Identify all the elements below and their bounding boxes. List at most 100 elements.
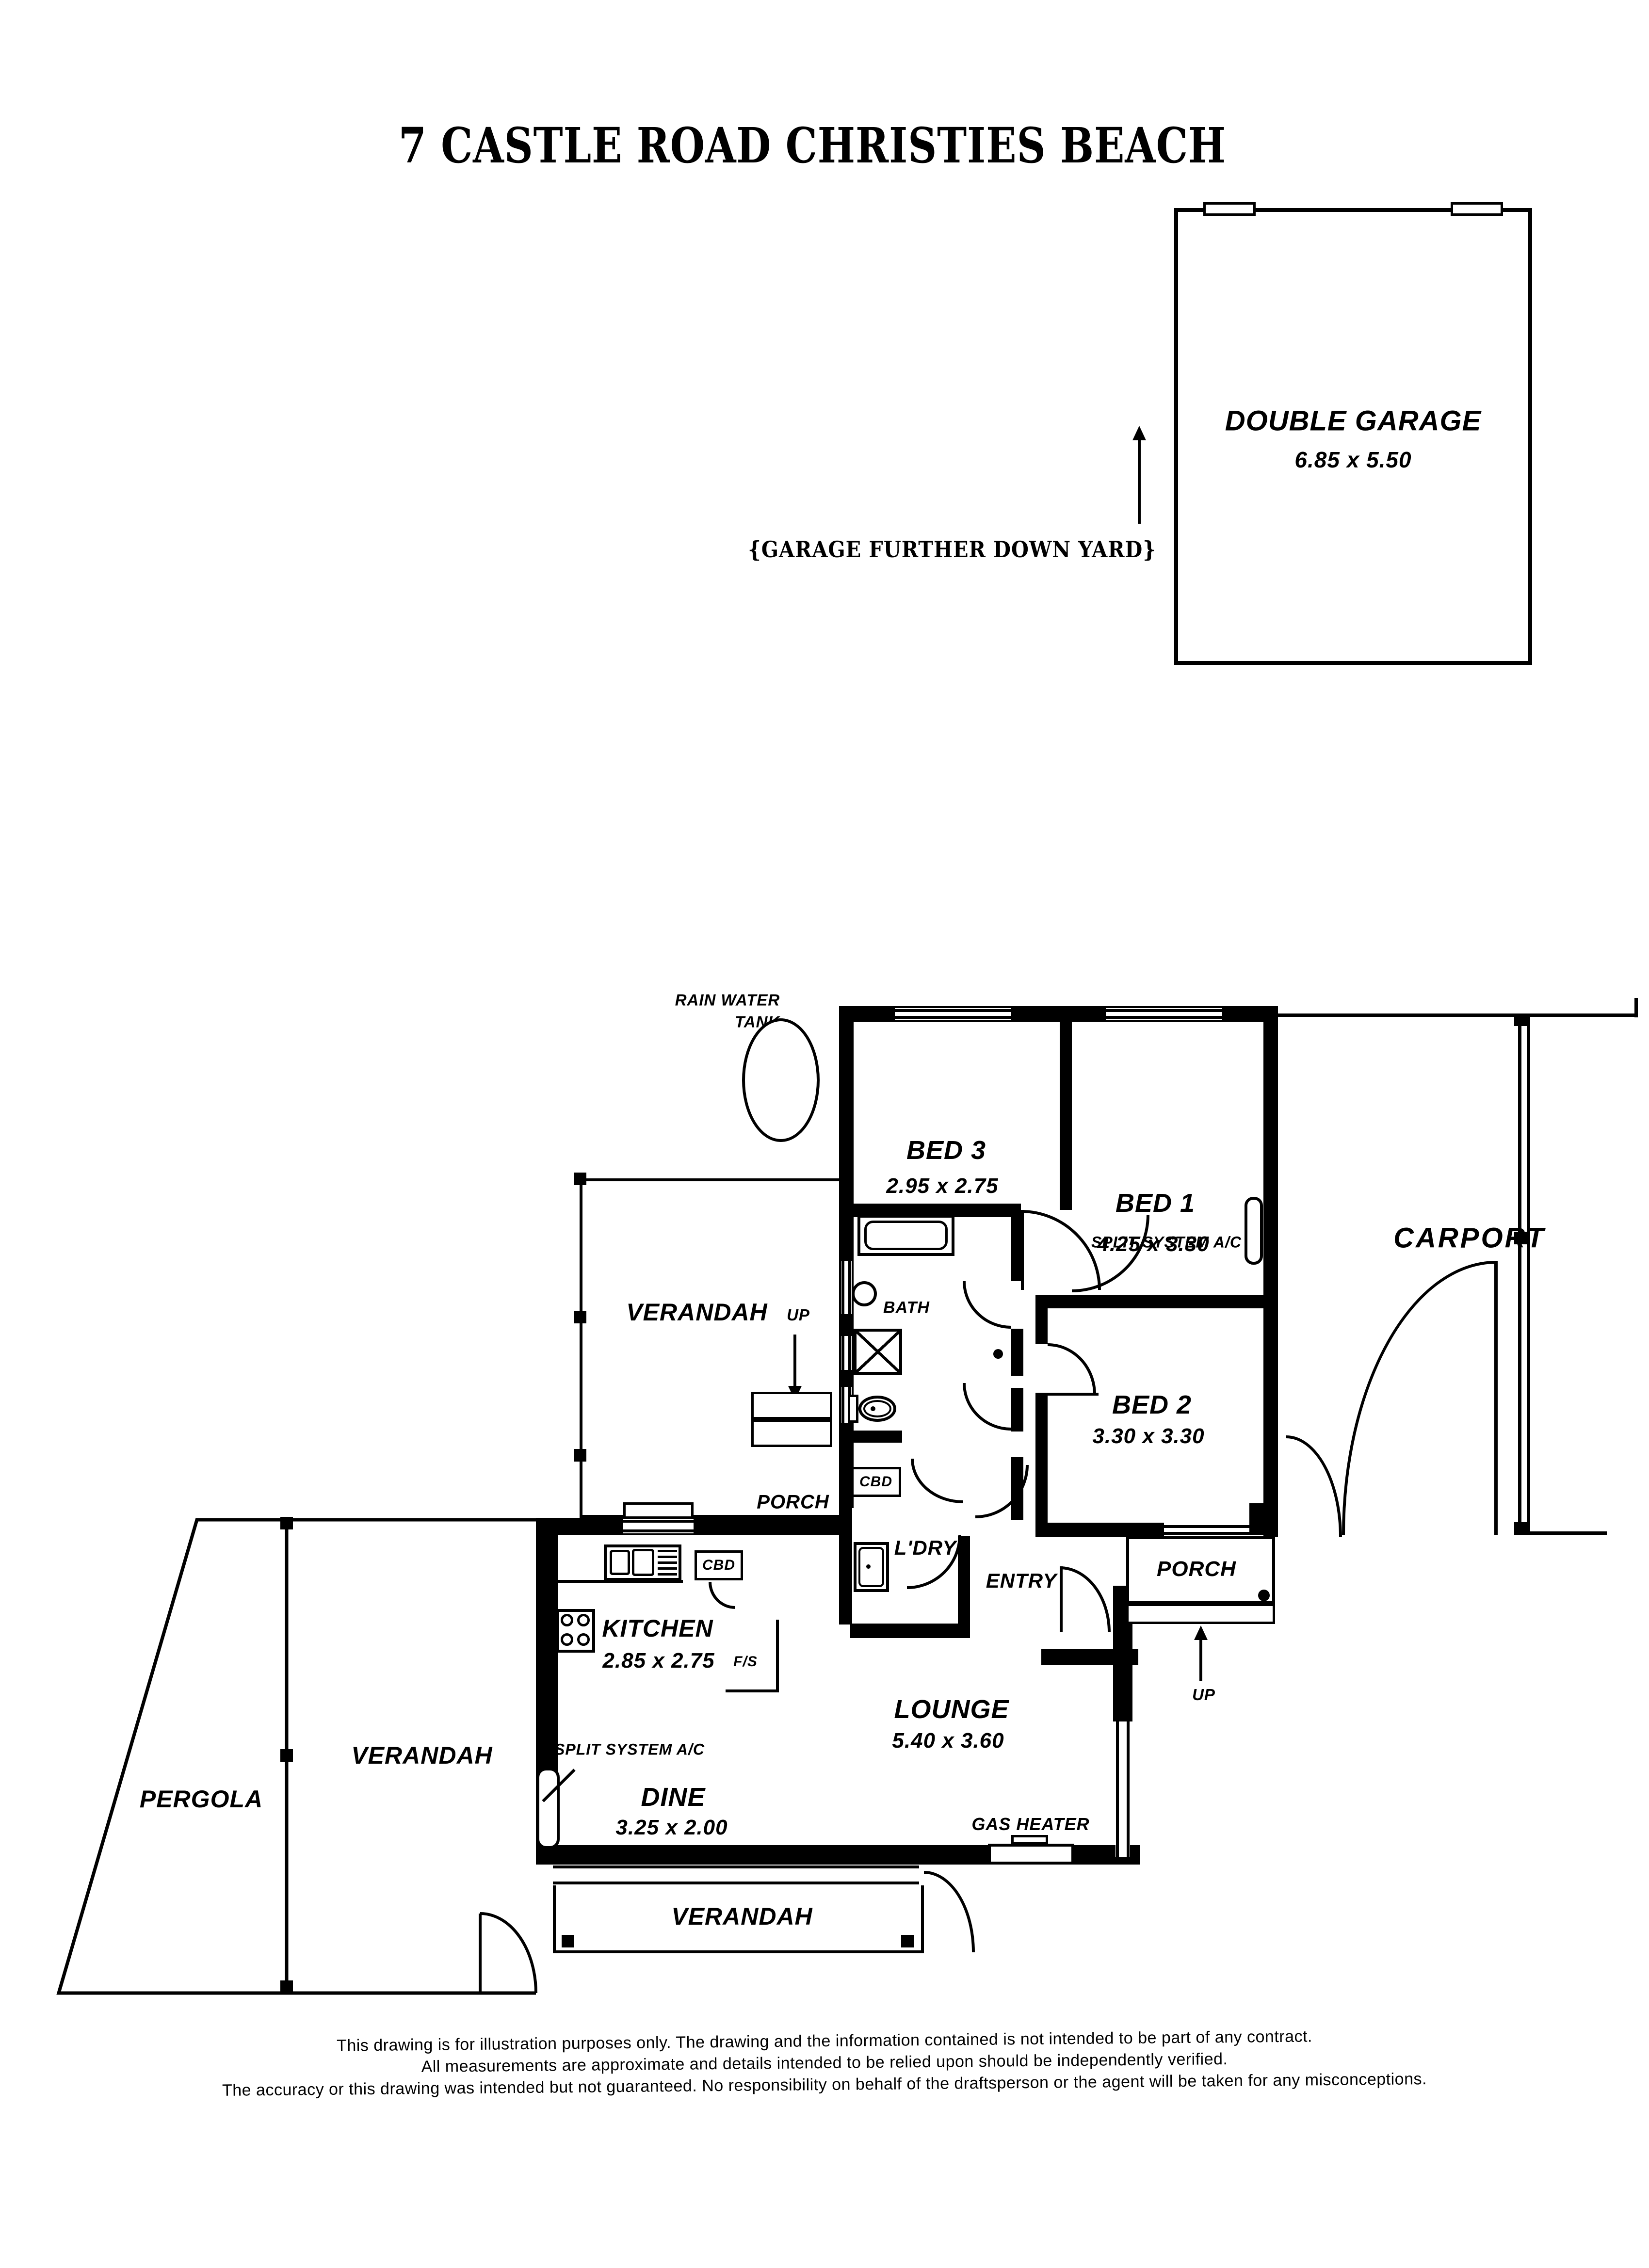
wc-door-arc: [963, 1383, 1011, 1431]
lounge-label: LOUNGE: [894, 1695, 1009, 1724]
window-bed3-top: [895, 1008, 1011, 1020]
bath-basin: [852, 1281, 877, 1306]
front-door-leaf: [1060, 1566, 1063, 1632]
bed2-door-leaf: [1035, 1393, 1099, 1396]
hall-door-dot: [993, 1349, 1003, 1359]
verandah-bottom-post-1: [562, 1935, 574, 1947]
verandah-up-arrow-line: [793, 1335, 796, 1387]
wall-bedwing-right: [1263, 1006, 1278, 1537]
pergola-verandah-outline: [56, 1517, 537, 1995]
window-kitchen-top: [623, 1519, 694, 1533]
gas-heater-top: [1011, 1835, 1048, 1845]
garage-window-right: [1451, 202, 1503, 216]
carport-post-top: [1514, 1013, 1527, 1026]
garage-outline: [1174, 208, 1532, 665]
wall-hall-west-2: [1011, 1329, 1023, 1376]
porch-up-arrow-head: [1194, 1625, 1208, 1640]
carport-right-wall-inner: [1518, 1013, 1521, 1535]
bed2-label: BED 2: [1112, 1390, 1192, 1419]
carport-top-line: [1277, 1013, 1638, 1017]
entry-label: ENTRY: [986, 1569, 1057, 1592]
garage-arrow-head: [1132, 426, 1146, 440]
dine-label: DINE: [641, 1783, 706, 1812]
carport-post-mid: [1514, 1232, 1527, 1244]
bed1-label: BED 1: [1115, 1189, 1196, 1218]
page-title: 7 CASTLE ROAD CHRISTIES BEACH: [398, 117, 1227, 174]
verandah-bottom-post-2: [901, 1935, 914, 1947]
garage-arrow-line: [1138, 439, 1141, 524]
wall-wc-cbd: [852, 1431, 902, 1443]
bath-label: BATH: [883, 1298, 930, 1317]
verandah-upper-post-2: [574, 1311, 586, 1323]
verandah-left-label: VERANDAH: [351, 1742, 493, 1769]
pergola-label: PERGOLA: [139, 1785, 263, 1813]
carport-bottom-line: [1527, 1531, 1607, 1535]
window-lounge-east: [1116, 1721, 1130, 1857]
kitchen-cbd-box: [695, 1550, 743, 1580]
window-bed2-front: [1164, 1524, 1249, 1536]
hall-south-door-arc: [911, 1459, 963, 1503]
window-kitchen-box: [623, 1502, 694, 1519]
rain-water-tank: [742, 1018, 820, 1142]
verandah-upper-label: VERANDAH: [626, 1299, 768, 1326]
verandah-up-label: UP: [787, 1306, 810, 1324]
wall-laundry-south: [850, 1624, 970, 1638]
kitchen-door-arc: [907, 1535, 961, 1589]
porch-side-label: PORCH: [757, 1491, 829, 1513]
bed1-door-arc: [1072, 1215, 1149, 1292]
window-bath-left: [841, 1261, 852, 1314]
wc-toilet-inner: [863, 1400, 891, 1417]
gas-heater-unit: [988, 1844, 1074, 1865]
wall-bed1-bed2: [1035, 1295, 1263, 1308]
kitchen-label: KITCHEN: [602, 1615, 713, 1642]
carport-label: CARPORT: [1393, 1222, 1546, 1254]
verandah-bottom-label: VERANDAH: [671, 1903, 813, 1930]
porch-light-dot: [1258, 1590, 1270, 1601]
bath-door-arc: [963, 1281, 1011, 1329]
wall-bedwing-left: [839, 1006, 854, 1508]
bed3-door-leaf: [1021, 1210, 1024, 1290]
bed3-dims: 2.95 x 2.75: [886, 1174, 999, 1198]
kitchen-cbd-door-arc: [709, 1582, 735, 1609]
wall-hall-east-1: [1035, 1308, 1048, 1344]
stove-burner-1: [561, 1614, 573, 1626]
window-bed1-top: [1106, 1008, 1222, 1020]
bathtub-inner: [864, 1221, 948, 1250]
laundry-trough-inner: [858, 1547, 884, 1587]
kitchen-sink-basin-2: [632, 1549, 654, 1576]
garage-note: {GARAGE FURTHER DOWN YARD}: [748, 536, 1156, 563]
carport-gate-small-arc: [1286, 1435, 1342, 1537]
side-steps-upper: [751, 1392, 832, 1419]
kitchen-sink-drainer: [658, 1550, 677, 1576]
garage-window-left: [1203, 202, 1256, 216]
window-verandah-south: [553, 1865, 919, 1885]
verandah-bottom-door-arc: [924, 1871, 975, 1952]
front-door-arc: [1060, 1566, 1111, 1632]
bed2-door-arc: [1048, 1343, 1096, 1395]
window-linen-left: [841, 1336, 852, 1370]
wall-laundry-west: [839, 1508, 852, 1625]
garage-label: DOUBLE GARAGE: [1225, 405, 1482, 437]
verandah-upper-post-3: [574, 1449, 586, 1462]
wc-cistern: [848, 1395, 858, 1423]
porch-up-label: UP: [1192, 1686, 1215, 1704]
porch-front-step: [1126, 1604, 1275, 1624]
kitchen-bench-line: [558, 1580, 683, 1583]
porch-front-outline: [1126, 1536, 1275, 1604]
wall-hall-east-2: [1035, 1396, 1048, 1523]
carport-gate-large-arc: [1342, 1261, 1496, 1535]
kitchen-cbd-label: CBD: [702, 1557, 735, 1573]
split-ac-dine-label: SPLIT SYSTEM A/C: [554, 1740, 705, 1758]
bed3-label: BED 3: [906, 1136, 986, 1165]
stove-burner-3: [561, 1633, 573, 1646]
wall-hall-west-3: [1011, 1388, 1023, 1432]
kitchen-sink-basin-1: [610, 1550, 630, 1575]
split-ac-bed1-unit: [1245, 1197, 1263, 1265]
wc-toilet-dot: [871, 1406, 875, 1411]
side-steps-lower: [751, 1419, 832, 1447]
bed2-dims: 3.30 x 3.30: [1092, 1424, 1205, 1448]
laundry-trough-dot: [866, 1564, 871, 1569]
verandah-bottom-outline: [553, 1885, 924, 1953]
carport-top-notch: [1634, 998, 1638, 1017]
